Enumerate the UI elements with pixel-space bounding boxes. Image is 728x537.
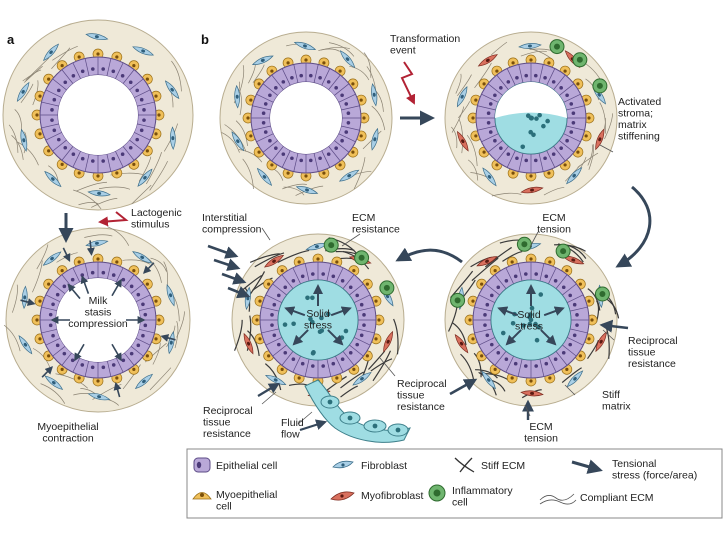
force-arrows [20,240,629,432]
interstitial-arrow-2 [213,258,241,271]
fluid-flow-arrow [299,419,328,432]
arrow-stiffening [615,185,652,268]
legend: Epithelial cell Fibroblast Stiff ECM Ten… [186,448,723,519]
contraction-arrow-c [160,334,176,342]
interstitial-arrow-1 [207,244,239,259]
contraction-arrow-g [62,247,71,262]
acinus-lactating [3,226,191,413]
legend-compliant-ecm-label: Compliant ECM [580,492,654,504]
interstitial-arrow-3 [221,272,247,285]
legend-tensional-icon [571,459,603,474]
milk-pressure-arrow-e [74,343,85,362]
acinus-normal-b [219,31,393,205]
acinus-transformed [444,31,618,205]
leader-lines [261,144,615,425]
milk-pressure-arrow-b [111,278,122,297]
solid-stress-right-arrow-c [540,329,557,346]
contraction-arrow-a [86,240,95,256]
legend-myoepithelial-icon [192,492,212,500]
arrow-invasion [395,247,463,264]
legend-stiff-ecm-label: Stiff ECM [481,460,525,472]
legend-compliant-ecm-icon [539,493,577,505]
invading-cells [304,379,411,443]
reciprocal-bottom-arrow [257,382,280,397]
solid-stress-left-arrow-b [330,306,352,317]
legend-myofibroblast-icon [330,491,355,501]
milk-pressure-arrow-d [111,343,122,362]
solid-stress-right-arrow-e [497,306,519,317]
legend-epithelial-label: Epithelial cell [216,460,277,472]
solid-stress-left-arrow-c [327,329,344,346]
solid-stress-left-arrow-e [284,306,306,317]
transformation-trigger-icon [400,61,416,105]
contraction-arrow-f [20,298,36,306]
legend-stiff-ecm-icon [454,457,475,473]
legend-fibroblast-label: Fibroblast [361,460,407,472]
panel-label-b: b [201,32,209,47]
contraction-arrow-b [142,262,155,274]
lactogenic-trigger-icon [98,211,129,227]
contraction-arrow-e [41,366,54,378]
reciprocal-bottom-left-arrow [449,378,478,396]
interstitial-arrow-4 [227,286,251,299]
solid-stress-right-arrow-d [505,329,522,346]
legend-myofibroblast-label: Myofibroblast [361,490,424,502]
reciprocal-right-arrow [599,319,629,333]
acinus-normal-a [2,19,194,211]
solid-stress-right-arrow-b [543,306,565,317]
legend-epithelial-icon [193,457,211,473]
milk-pressure-arrow-g [67,283,81,300]
milk-pressure-arrow-a [80,275,90,294]
legend-inflammatory-icon [428,484,446,502]
legend-fibroblast-icon [332,460,354,469]
panel-label-a: a [7,32,15,47]
contraction-arrow-d [113,382,122,398]
legend-box [186,448,723,519]
solid-stress-left-arrow-d [292,329,309,346]
